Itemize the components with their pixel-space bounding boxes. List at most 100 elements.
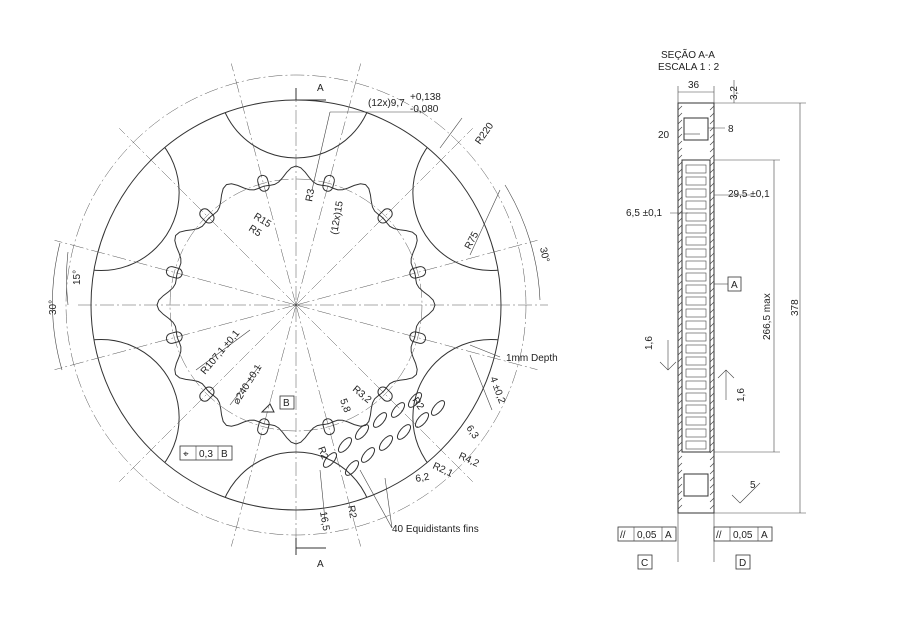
hatch-right [709, 441, 715, 447]
hatch-left [677, 259, 683, 265]
roughness-value-left: 1,6 [644, 336, 655, 350]
rim-cutout [91, 114, 180, 271]
hatch-left [677, 413, 683, 419]
dim-d165: 16,5 [317, 511, 331, 533]
hatch-right [709, 371, 715, 377]
dim-tol-minus: -0,080 [410, 104, 439, 115]
radial-line [54, 240, 297, 306]
hatch-left [677, 273, 683, 279]
datum-b-label: B [283, 398, 290, 409]
hatch-right [709, 357, 715, 363]
fin [378, 435, 394, 451]
hatch-left [677, 168, 683, 174]
hatch-right [709, 469, 715, 475]
hatch-left [677, 336, 683, 342]
hatch-right [709, 231, 715, 237]
hatch-left [677, 476, 683, 482]
hatch-right [709, 322, 715, 328]
hatch-right [709, 406, 715, 412]
dim-r21: R2,1 [431, 461, 455, 480]
dim-ang30-right: 30° [537, 246, 551, 263]
mounting-slot [377, 208, 393, 224]
hatch-left [677, 455, 683, 461]
hatch-right [709, 140, 715, 146]
roughness-symbol-bottom [731, 482, 761, 504]
hatch-right [709, 175, 715, 181]
hatch-right [709, 462, 715, 468]
hatch-right [709, 112, 715, 118]
dim-d4: 4 ±0,2 [487, 375, 507, 405]
radial-line [295, 128, 473, 306]
section-fin [685, 200, 707, 210]
fin [354, 424, 370, 440]
section-fin [685, 440, 707, 450]
hatch-right [709, 434, 715, 440]
hatch-left [677, 350, 683, 356]
hatch-right [709, 245, 715, 251]
dim-36: 36 [688, 80, 700, 91]
section-fin [685, 416, 707, 426]
dim-295: 29,5 ±0,1 [728, 189, 770, 200]
fcf-b-datum: B [221, 449, 228, 460]
datum-c-label: C [641, 558, 648, 569]
datum-c-box [637, 554, 653, 570]
mounting-slot [199, 386, 215, 402]
section-fin [685, 296, 707, 306]
hatch-left [677, 105, 683, 111]
hatch-right [709, 133, 715, 139]
hatch-left [677, 175, 683, 181]
leader-fins-2 [384, 477, 393, 529]
hatch-right [709, 497, 715, 503]
hatch-right [709, 476, 715, 482]
section-title: SEÇÃO A-A [661, 48, 715, 61]
fin [414, 412, 430, 428]
fin [344, 460, 360, 476]
fin [360, 447, 376, 463]
dim-fins: 40 Equidistants fins [392, 524, 479, 535]
hatch-left [677, 287, 683, 293]
hatch-left [677, 441, 683, 447]
hatch-left [677, 406, 683, 412]
hatch-left [677, 252, 683, 258]
bottom-pocket [683, 473, 709, 497]
hatch-right [709, 392, 715, 398]
hatch-left [677, 364, 683, 370]
hatch-left [677, 133, 683, 139]
hatch-right [709, 147, 715, 153]
dim-slot15: (12x)15 [329, 200, 346, 236]
hatch-right [709, 217, 715, 223]
section-fin [685, 260, 707, 270]
fcf-b-symbol: ⌖ [183, 449, 189, 460]
fcf-2-datum: A [761, 530, 768, 541]
fcf-1-symbol: // [620, 530, 626, 541]
hatch-right [709, 105, 715, 111]
hatch-right [709, 378, 715, 384]
radial-line [231, 304, 297, 547]
section-label-a-bottom: A [317, 559, 324, 570]
hatch-left [677, 217, 683, 223]
dim-tol-slot: (12x)9,7 [368, 98, 405, 109]
fin [430, 400, 446, 416]
hatch-right [709, 329, 715, 335]
section-fin [685, 332, 707, 342]
dim-8: 8 [728, 124, 734, 135]
dim-d240: ⌀240 ±0,1 [231, 362, 264, 406]
section-fin [685, 320, 707, 330]
dim-tol-plus: +0,138 [410, 92, 441, 103]
datum-b-box [279, 395, 295, 410]
hatch-right [709, 126, 715, 132]
hatch-left [677, 301, 683, 307]
hatch-left [677, 420, 683, 426]
hatch-right [709, 427, 715, 433]
arc-30-right [504, 184, 541, 301]
roughness-symbol-right [717, 369, 735, 400]
hatch-right [709, 399, 715, 405]
hatch-left [677, 245, 683, 251]
radial-line [295, 304, 473, 482]
hatch-right [709, 182, 715, 188]
section-fin [685, 428, 707, 438]
section-fin [685, 308, 707, 318]
hatch-left [677, 224, 683, 230]
section-body [677, 102, 715, 514]
